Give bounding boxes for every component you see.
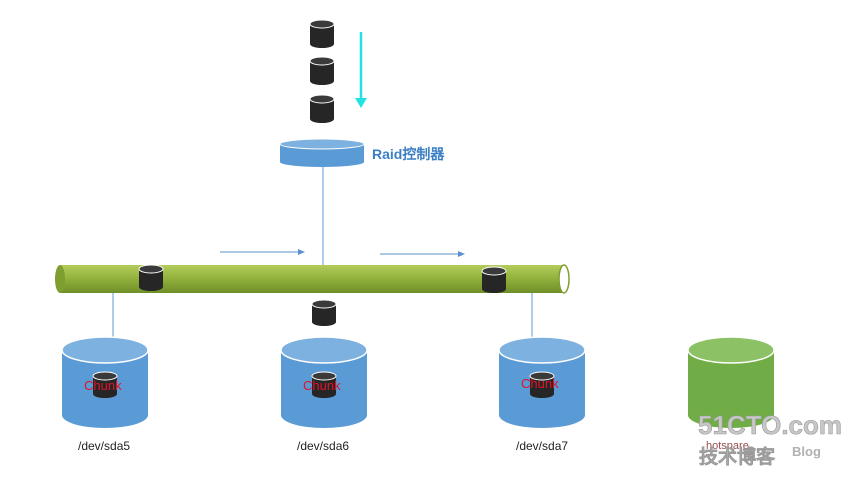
watermark-brand: 51CTO.com <box>698 410 842 440</box>
device-label-sda7: /dev/sda7 <box>516 439 568 453</box>
bus-block-middle <box>311 299 337 326</box>
bus-block-left <box>138 264 164 291</box>
chunk-block-sda6 <box>311 371 337 398</box>
raid-controller-label: Raid控制器 <box>372 146 445 162</box>
flow-arrow-left <box>220 249 305 255</box>
bus-block-right <box>481 266 507 293</box>
chunk-block-sda5 <box>92 371 118 398</box>
chunk-label-sda6: Chunk <box>303 378 341 393</box>
watermark-subtitle: 技术博客 <box>699 445 776 468</box>
device-label-sda6: /dev/sda6 <box>297 439 349 453</box>
chunk-label-sda5: Chunk <box>84 378 122 393</box>
incoming-block-3 <box>309 94 335 123</box>
data-flow-down-arrow <box>355 32 367 108</box>
device-label-sda5: /dev/sda5 <box>78 439 130 453</box>
chunk-label-sda7: Chunk <box>521 376 559 391</box>
incoming-block-2 <box>309 56 335 85</box>
hotspare-disk <box>687 336 775 428</box>
raid-controller <box>279 138 365 167</box>
flow-arrow-right <box>380 251 465 257</box>
incoming-block-1 <box>309 19 335 48</box>
watermark-blog: Blog <box>792 444 821 459</box>
watermark-logo: 51CTO.com 技术博客 Blog <box>698 410 842 469</box>
hotspare-label: hotspare <box>706 440 749 452</box>
chunk-block-sda7 <box>529 371 555 398</box>
